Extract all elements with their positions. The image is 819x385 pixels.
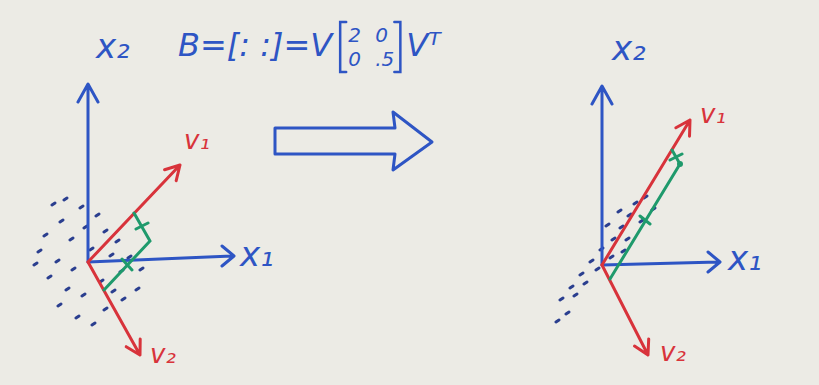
axis-label: x₁ — [240, 236, 274, 273]
matrix-entry: .5 — [375, 48, 394, 70]
projection-point — [677, 161, 683, 167]
matrix-bracket — [340, 22, 346, 72]
vector-label: v₁ — [700, 100, 726, 129]
matrix-entry: 0 — [348, 48, 361, 70]
vector-label: v₂ — [660, 338, 686, 367]
matrix-entry: 0 — [375, 24, 388, 46]
equation-text: B=[: :]=V — [178, 28, 332, 63]
matrix-entry: 2 — [348, 24, 361, 46]
equation-text: Vᵀ — [406, 28, 440, 63]
axis-label: x₁ — [728, 240, 762, 277]
vector-label: v₁ — [184, 126, 210, 155]
vector-label: v₂ — [150, 340, 176, 369]
projection-line — [610, 150, 682, 279]
projection-line — [104, 213, 150, 290]
axis-label: x₂ — [96, 28, 130, 65]
axis-label: x₂ — [612, 30, 646, 67]
eigenvector-arrow — [602, 120, 690, 265]
eigenvector-arrow — [88, 262, 140, 355]
transform-arrow — [275, 112, 432, 170]
axis — [78, 84, 234, 266]
matrix-bracket — [394, 22, 400, 72]
